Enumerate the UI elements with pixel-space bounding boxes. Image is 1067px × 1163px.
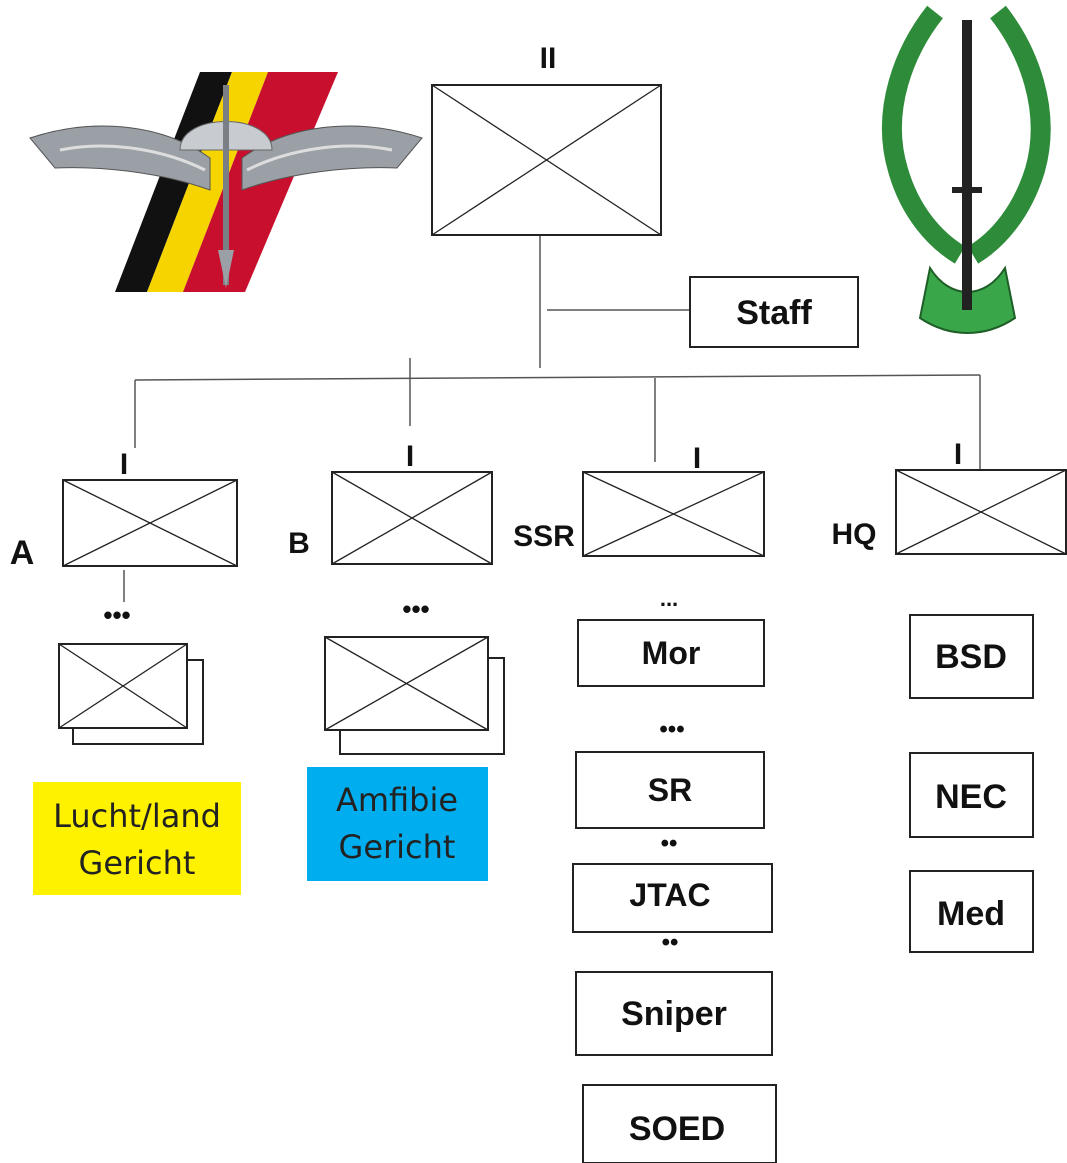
company-b-tag-line1: Amfibie [336,781,458,819]
company-b-tag-line2: Gericht [339,828,456,866]
company-a-echelon: I [120,448,128,481]
company-a-tag-line2: Gericht [79,844,196,882]
ssr-soed-box [582,1084,777,1163]
ssr-sr-box [575,751,765,829]
company-b-dots: ••• [402,594,429,624]
ssr-sr-dots: ••• [659,716,684,743]
company-b-letter: B [288,527,310,560]
company-a-tag-bg [33,782,241,895]
connector-lines [123,235,981,602]
belgian-para-wings-logo [29,72,423,292]
ssr-sniper-box [575,971,773,1056]
ssr-soed-label: SOED [629,1110,725,1148]
ssr-jtac-dots: •• [661,830,678,857]
ssr-mor-box [577,619,765,687]
ssr-mor-dots: ... [660,586,678,611]
company-b-platoons-symbol [324,636,505,755]
company-hq-letter: HQ [832,518,877,551]
ssr-jtac-label: JTAC [629,877,710,913]
staff-box: Staff [689,276,859,348]
company-b-echelon: I [406,440,414,473]
company-a-platoons-symbol [58,643,204,745]
hq-nec-box [909,752,1034,838]
company-a-tag-line1: Lucht/land [53,797,221,835]
company-a-letter: A [10,534,35,572]
company-ssr-echelon: I [693,442,701,475]
battalion-echelon: II [540,42,557,75]
hq-nec-label: NEC [935,778,1007,816]
company-hq: I HQ BSD NEC Med [832,438,1067,953]
united-we-conquer-dagger-badge [881,5,1051,334]
hq-bsd-box [909,614,1034,699]
ssr-sr-label: SR [648,772,692,808]
hq-bsd-label: BSD [935,638,1007,676]
company-hq-echelon: I [954,438,962,471]
hq-med-box [909,870,1034,953]
ssr-sniper-dots: •• [662,929,679,956]
company-ssr-letter: SSR [513,520,575,553]
ssr-mor-label: Mor [642,635,701,671]
ssr-sniper-label: Sniper [621,995,727,1033]
ssr-jtac-box [572,863,773,933]
battalion-unit-symbol: II [431,42,662,236]
company-b: I B ••• Amfibie Gericht [288,440,505,881]
company-a: I A ••• Lucht/land Gericht [10,448,241,895]
staff-label: Staff [736,294,812,332]
company-ssr: I SSR ... Mor ••• SR •• JTAC •• Sniper S… [513,442,777,1163]
company-b-tag-bg [307,767,488,881]
company-a-dots: ••• [103,600,130,630]
hq-med-label: Med [937,895,1005,933]
